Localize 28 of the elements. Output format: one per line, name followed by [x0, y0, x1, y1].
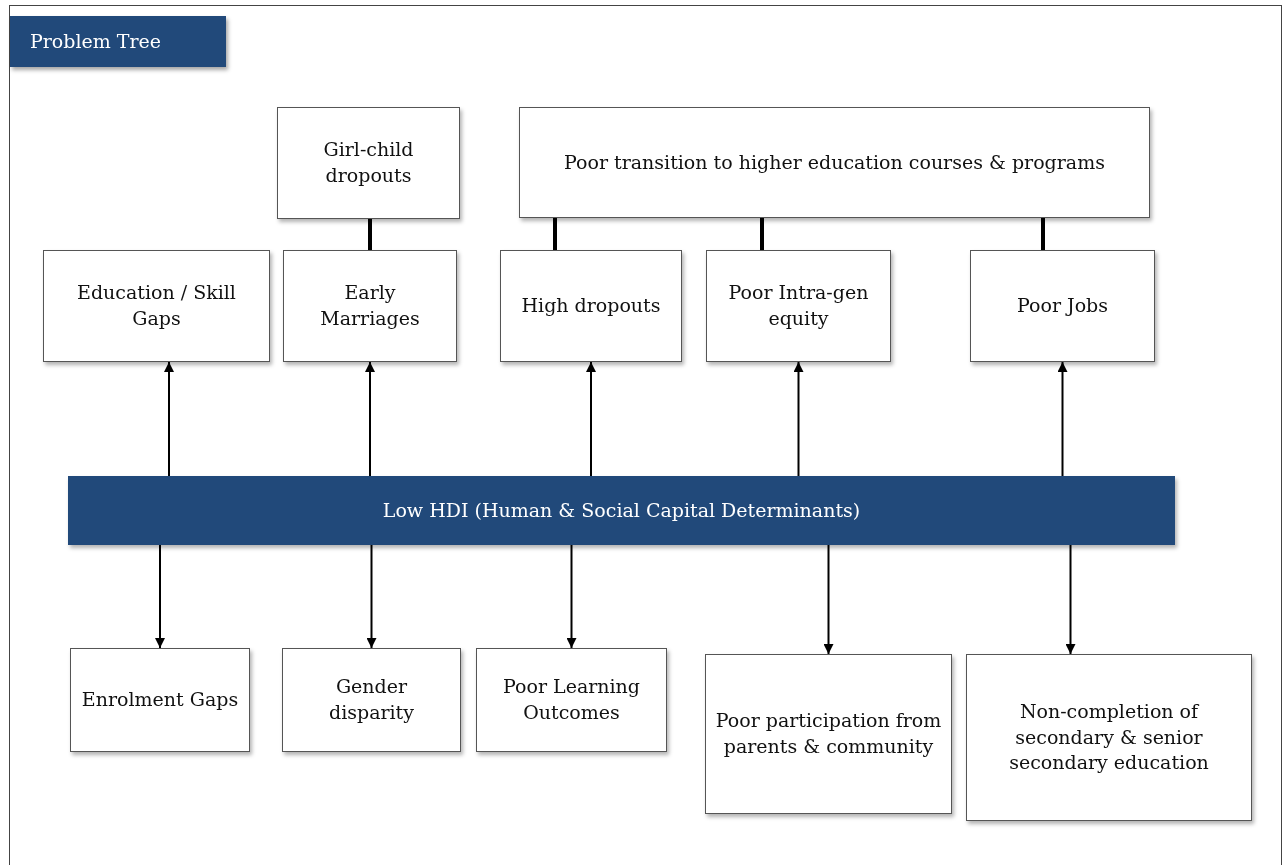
arrow: [1065, 544, 1076, 655]
problem-box: Enrolment Gaps: [70, 648, 250, 752]
arrow: [366, 544, 377, 649]
problem-box: Poor Jobs: [970, 250, 1155, 362]
title-tab: Problem Tree: [10, 16, 226, 67]
problem-box: Gender disparity: [282, 648, 461, 752]
arrow: [1057, 361, 1068, 477]
problem-box: Poor Intra-gen equity: [706, 250, 891, 362]
arrow: [365, 361, 375, 477]
problem-box: Girl-child dropouts: [277, 107, 460, 219]
problem-box: Education / Skill Gaps: [43, 250, 270, 362]
problem-box: Poor participation from parents & community: [705, 654, 952, 814]
arrow: [164, 361, 174, 477]
problem-box: High dropouts: [500, 250, 682, 362]
connector-line: [553, 218, 557, 250]
connector-line: [368, 219, 372, 250]
arrow: [586, 361, 596, 477]
problem-box: Poor transition to higher education courses & programs: [519, 107, 1150, 218]
arrow: [793, 361, 804, 477]
arrow: [155, 544, 165, 649]
connector-line: [760, 218, 764, 250]
problem-box: Early Marriages: [283, 250, 457, 362]
arrow: [823, 544, 834, 655]
connector-line: [1041, 218, 1045, 250]
problem-box: Poor Learning Outcomes: [476, 648, 667, 752]
problem-box: Non-completion of secondary & senior secondary education: [966, 654, 1252, 821]
core-problem-band: Low HDI (Human & Social Capital Determinants): [68, 476, 1175, 545]
arrow: [566, 544, 577, 649]
